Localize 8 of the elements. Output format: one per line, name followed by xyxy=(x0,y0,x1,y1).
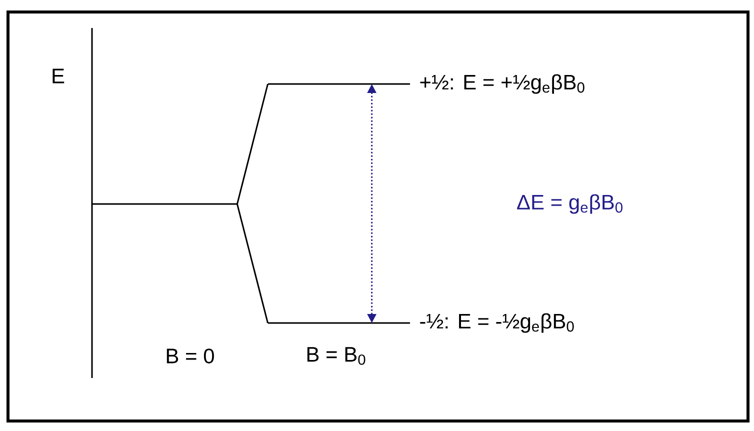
field-label: B = B$_{0}$ xyxy=(307,347,366,365)
level-label: -½: E = -½g$_{e}$βB$_{0}$ xyxy=(420,313,574,333)
splitting-line xyxy=(236,204,269,324)
splitting-line xyxy=(236,84,269,204)
level-label: +½: E = +½g$_{e}$βB$_{0}$ xyxy=(420,74,584,94)
energy-gap-label: ΔE = g$_{e}$βB$_{0}$ xyxy=(517,194,622,214)
field-label: B = 0 xyxy=(166,348,214,364)
axis-label: E xyxy=(52,68,64,84)
